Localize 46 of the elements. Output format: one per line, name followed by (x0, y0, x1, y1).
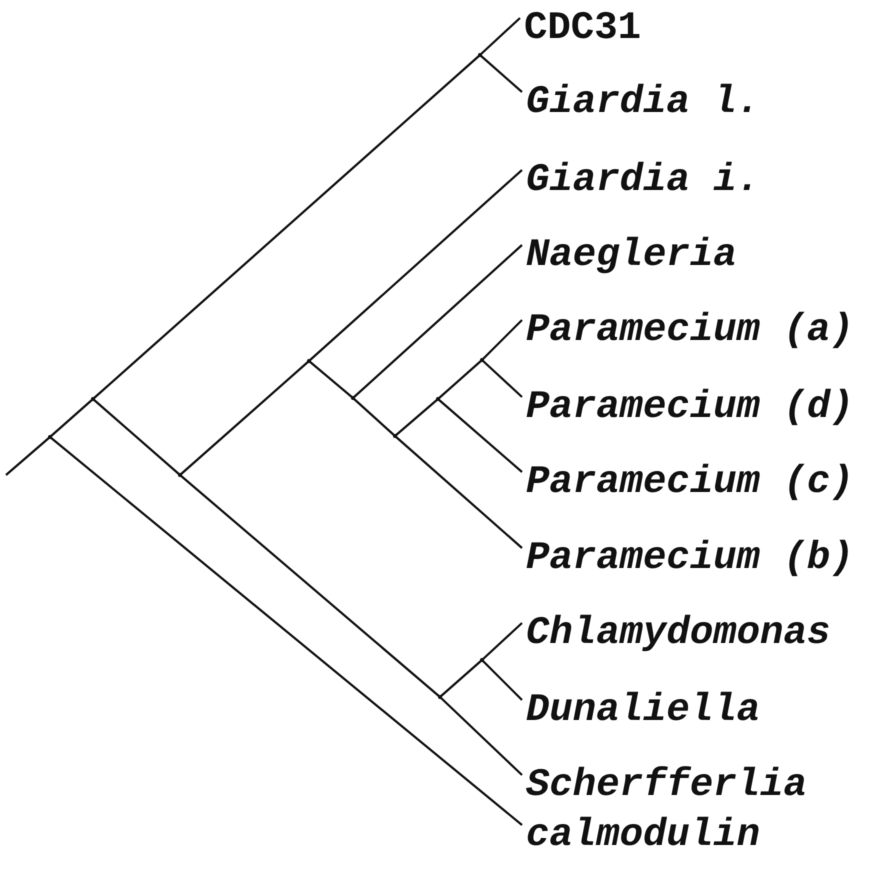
branch-line (481, 359, 523, 398)
branch-line (437, 359, 483, 400)
taxon-label: CDC31 (520, 8, 642, 48)
branch-line (49, 398, 94, 438)
branch-line (5, 436, 51, 476)
taxon-label: Paramecium (b) (522, 538, 854, 578)
branch-line (394, 435, 523, 549)
branch-point (480, 658, 484, 662)
branch-line (394, 398, 439, 437)
branch-line (437, 398, 523, 473)
branch-line (479, 17, 521, 56)
branch-line (308, 360, 354, 399)
branch-point (307, 359, 311, 363)
branch-point (48, 435, 52, 439)
taxon-label: Chlamydomonas (522, 613, 830, 653)
branch-point (480, 358, 484, 362)
taxon-label: Paramecium (c) (522, 462, 854, 502)
branch-line (479, 54, 523, 93)
branch-point (178, 473, 182, 477)
branch-line (92, 54, 481, 400)
taxon-label: Dunaliella (522, 690, 760, 730)
branch-point (438, 695, 442, 699)
taxon-label: Naegleria (522, 235, 737, 275)
branch-line (92, 398, 181, 476)
branch-line (439, 659, 483, 698)
branch-point (91, 397, 95, 401)
taxon-label: Paramecium (a) (522, 310, 854, 350)
branch-line (308, 169, 523, 362)
branch-line (352, 397, 396, 437)
branch-point (478, 53, 482, 57)
branch-line (49, 436, 523, 826)
branch-point (351, 396, 355, 400)
branch-line (439, 696, 523, 776)
branch-point (393, 434, 397, 438)
taxon-label: Giardia l. (522, 82, 760, 122)
taxon-label: Paramecium (d) (522, 387, 854, 427)
branch-point (436, 397, 440, 401)
taxon-label: Giardia i. (522, 160, 760, 200)
branch-line (179, 360, 310, 476)
branch-line (481, 622, 523, 661)
branch-line (179, 474, 441, 698)
branch-line (352, 244, 523, 399)
taxon-label: calmodulin (522, 815, 760, 855)
branch-line (481, 659, 523, 701)
branch-line (481, 319, 523, 361)
taxon-label: Scherfferlia (522, 765, 807, 805)
